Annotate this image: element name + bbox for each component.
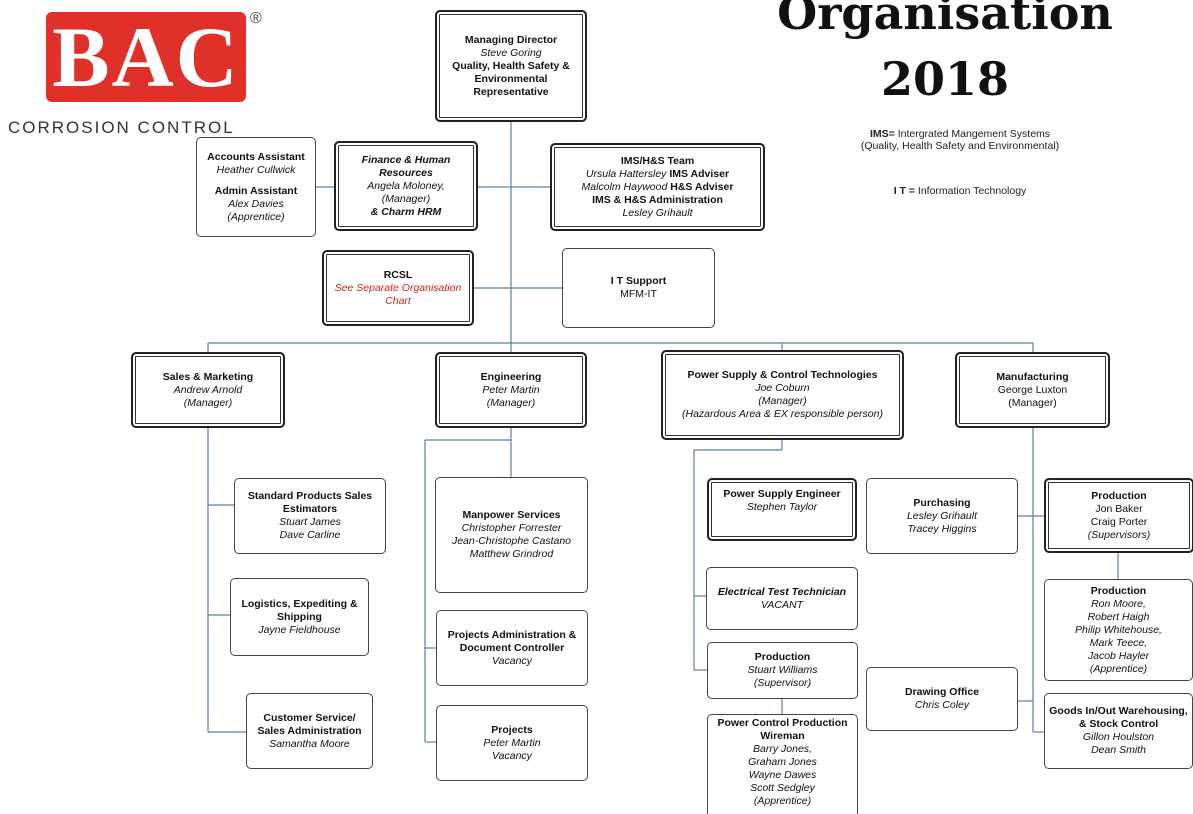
bac-logo: BAC bbox=[46, 12, 246, 102]
projects-admin-box: Projects Administration & Document Contr… bbox=[436, 610, 588, 686]
registered-mark: ® bbox=[250, 10, 262, 27]
sales-marketing-box: Sales & Marketing Andrew Arnold (Manager… bbox=[131, 352, 285, 428]
accounts-box: Accounts Assistant Heather Cullwick Admi… bbox=[196, 137, 316, 237]
production-stuart-box: Production Stuart Williams (Supervisor) bbox=[707, 642, 858, 699]
engineering-box: Engineering Peter Martin (Manager) bbox=[435, 352, 587, 428]
production-supervisors-box: Production Jon Baker Craig Porter (Super… bbox=[1044, 478, 1193, 553]
ps-engineer-box: Power Supply Engineer Stephen Taylor bbox=[707, 478, 857, 541]
drawing-office-box: Drawing Office Chris Coley bbox=[866, 667, 1018, 731]
electrical-test-box: Electrical Test Technician VACANT bbox=[706, 567, 858, 630]
projects-box: Projects Peter Martin Vacancy bbox=[436, 705, 588, 781]
purchasing-box: Purchasing Lesley Grihault Tracey Higgin… bbox=[866, 478, 1018, 554]
goods-in-out-box: Goods In/Out Warehousing, & Stock Contro… bbox=[1044, 693, 1193, 769]
power-supply-box: Power Supply & Control Technologies Joe … bbox=[661, 350, 904, 440]
std-products-box: Standard Products Sales Estimators Stuar… bbox=[234, 478, 386, 554]
production-team-box: Production Ron Moore, Robert Haigh Phili… bbox=[1044, 579, 1193, 681]
finance-hr-box: Finance & Human Resources Angela Moloney… bbox=[334, 141, 478, 231]
manufacturing-box: Manufacturing George Luxton (Manager) bbox=[955, 352, 1110, 428]
managing-director-box: Managing Director Steve Goring Quality, … bbox=[435, 10, 587, 122]
customer-service-box: Customer Service/ Sales Administration S… bbox=[246, 693, 373, 769]
it-support-box: I T Support MFM-IT bbox=[562, 248, 715, 328]
manpower-services-box: Manpower Services Christopher Forrester … bbox=[435, 477, 588, 593]
legend-it: I T = Information Technology bbox=[893, 185, 1027, 197]
legend-ims: IMS= Intergrated Mangement Systems (Qual… bbox=[860, 128, 1060, 152]
logo-tagline: CORROSION CONTROL bbox=[8, 118, 235, 137]
ims-hs-team-box: IMS/H&S Team Ursula Hattersley IMS Advis… bbox=[550, 143, 765, 231]
wireman-box: Power Control Production Wireman Barry J… bbox=[707, 714, 858, 814]
heading-year: 2018 bbox=[880, 52, 1010, 106]
heading-title: Organisation bbox=[777, 0, 1113, 40]
logistics-box: Logistics, Expediting & Shipping Jayne F… bbox=[230, 578, 369, 656]
rcsl-box: RCSL See Separate Organisation Chart bbox=[322, 250, 474, 326]
